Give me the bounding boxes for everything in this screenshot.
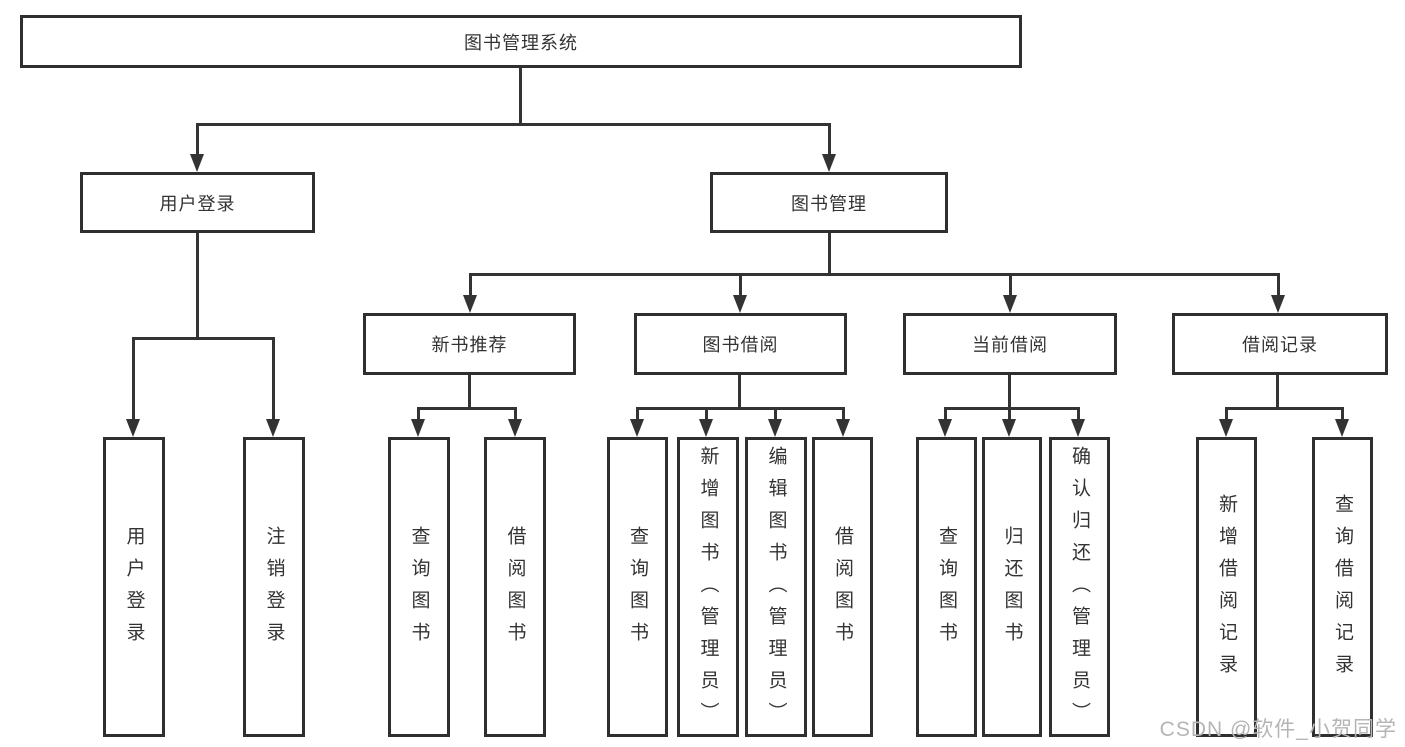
leaf-user-login: 用户登录 [103, 437, 165, 737]
connector-book-mgmt-bar [469, 273, 1279, 276]
leaf-query-books-2: 查询图书 [607, 437, 668, 737]
leaf-label: 注销登录 [263, 526, 285, 654]
arrow-down-icon [266, 419, 280, 437]
connector-group1-bar [417, 407, 517, 410]
leaf-label: 借阅图书 [504, 526, 526, 654]
leaf-add-book-admin: 新增图书（管理员） [677, 437, 739, 737]
arrow-down-icon [733, 295, 747, 313]
arrow-down-icon [699, 419, 713, 437]
leaf-label: 归还图书 [1001, 526, 1023, 654]
leaf-label: 确认归还（管理员） [1069, 446, 1090, 734]
leaf-edit-book-admin: 编辑图书（管理员） [745, 437, 807, 737]
node-book-borrow: 图书借阅 [634, 313, 847, 375]
connector-group3-bar [944, 407, 1080, 410]
connector-drop-leaf [1077, 407, 1080, 421]
node-new-book-recommend: 新书推荐 [363, 313, 576, 375]
node-user-login: 用户登录 [80, 172, 315, 233]
connector-drop-leaf [774, 407, 777, 421]
leaf-label: 借阅图书 [832, 526, 853, 654]
connector-drop-group [469, 273, 472, 297]
leaf-confirm-return-admin: 确认归还（管理员） [1049, 437, 1110, 737]
arrow-down-icon [411, 419, 425, 437]
leaf-label: 查询借阅记录 [1332, 494, 1353, 686]
connector-drop-group [1009, 273, 1012, 297]
arrow-down-icon [508, 419, 522, 437]
connector-group1-stem [468, 375, 471, 409]
connector-drop-group [739, 273, 742, 297]
node-current-borrow: 当前借阅 [903, 313, 1117, 375]
leaf-query-books-1: 查询图书 [388, 437, 450, 737]
connector-drop-leaf [944, 407, 947, 421]
connector-book-mgmt-stem [828, 233, 831, 276]
connector-group3-stem [1008, 375, 1011, 409]
connector-drop-leaf [705, 407, 708, 421]
arrow-down-icon [1003, 295, 1017, 313]
leaf-label: 新增借阅记录 [1216, 494, 1237, 686]
arrow-down-icon [1271, 295, 1285, 313]
leaf-label: 查询图书 [408, 526, 430, 654]
leaf-label: 查询图书 [627, 526, 648, 654]
arrow-down-icon [630, 419, 644, 437]
connector-drop-leaf [1341, 407, 1344, 421]
connector-group2-bar [636, 407, 844, 410]
connector-drop-leaf [514, 407, 517, 421]
connector-drop-leaf [636, 407, 639, 421]
connector-user-login-bar [132, 337, 274, 340]
leaf-logout: 注销登录 [243, 437, 305, 737]
connector-drop-leaf [1225, 407, 1228, 421]
connector-drop-book-mgmt [828, 123, 831, 157]
connector-drop-leaf [417, 407, 420, 421]
arrow-down-icon [938, 419, 952, 437]
arrow-down-icon [1335, 419, 1349, 437]
leaf-label: 用户登录 [123, 526, 145, 654]
arrow-down-icon [822, 154, 836, 172]
connector-drop-leaf [272, 337, 275, 421]
leaf-label: 查询图书 [936, 526, 957, 654]
arrow-down-icon [126, 419, 140, 437]
leaf-add-borrow-record: 新增借阅记录 [1196, 437, 1257, 737]
arrow-down-icon [1071, 419, 1085, 437]
csdn-watermark: CSDN @软件_小贺同学 [1159, 718, 1397, 741]
leaf-query-borrow-record: 查询借阅记录 [1312, 437, 1373, 737]
connector-drop-leaf [842, 407, 845, 421]
arrow-down-icon [1219, 419, 1233, 437]
arrow-down-icon [190, 154, 204, 172]
connector-drop-group [1277, 273, 1280, 297]
arrow-down-icon [463, 295, 477, 313]
connector-drop-leaf [132, 337, 135, 421]
node-book-management: 图书管理 [710, 172, 948, 233]
arrow-down-icon [768, 419, 782, 437]
connector-drop-user-login [196, 123, 199, 157]
connector-user-login-stem [196, 233, 199, 340]
connector-root-bar [196, 123, 830, 126]
leaf-label: 编辑图书（管理员） [765, 446, 787, 734]
arrow-down-icon [836, 419, 850, 437]
node-root-system: 图书管理系统 [20, 15, 1022, 68]
connector-group4-bar [1225, 407, 1343, 410]
connector-drop-leaf [1008, 407, 1011, 421]
connector-group2-stem [738, 375, 741, 409]
node-borrow-records: 借阅记录 [1172, 313, 1388, 375]
leaf-return-book: 归还图书 [982, 437, 1042, 737]
leaf-label: 新增图书（管理员） [697, 446, 719, 734]
connector-group4-stem [1276, 375, 1279, 409]
leaf-borrow-books-2: 借阅图书 [812, 437, 873, 737]
leaf-borrow-books-1: 借阅图书 [484, 437, 546, 737]
arrow-down-icon [1002, 419, 1016, 437]
leaf-query-books-3: 查询图书 [916, 437, 977, 737]
connector-root-stem [519, 68, 522, 125]
